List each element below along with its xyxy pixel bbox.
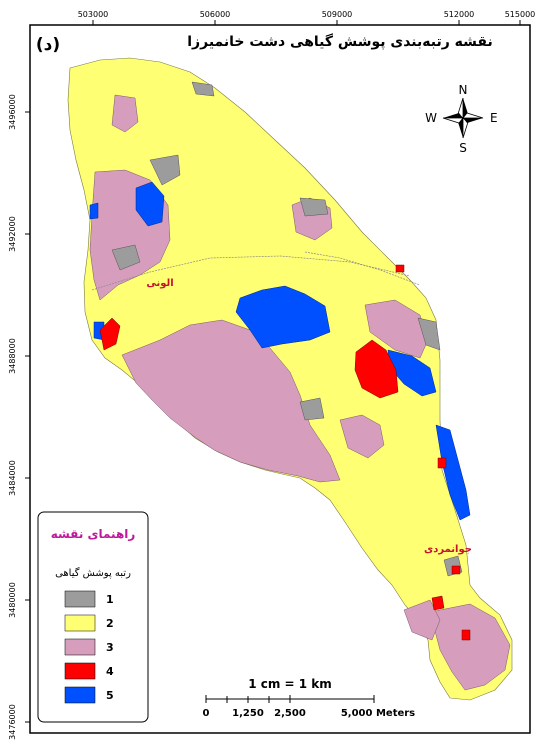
compass-east: E bbox=[490, 111, 498, 125]
legend-swatch-1 bbox=[64, 590, 96, 608]
region-rank4 bbox=[451, 565, 461, 575]
legend-label-1: 1 bbox=[106, 593, 114, 606]
legend: راهنمای نقشه رتبه پوشش گیاهی 1 2 3 4 5 bbox=[37, 511, 149, 723]
scale-ratio: 1 cm = 1 km bbox=[248, 677, 332, 691]
panel-letter: (د) bbox=[36, 35, 60, 55]
region-rank4 bbox=[461, 629, 471, 641]
region-rank5 bbox=[235, 285, 331, 349]
top-tick-label: 509000 bbox=[322, 10, 353, 19]
left-tick-label: 3480000 bbox=[8, 582, 17, 618]
region-rank3 bbox=[429, 603, 511, 691]
region-rank3 bbox=[339, 414, 385, 459]
region-rank1 bbox=[149, 154, 181, 186]
legend-label-2: 2 bbox=[106, 617, 114, 630]
legend-subtitle: رتبه پوشش گیاهی bbox=[55, 567, 131, 579]
left-tick-label: 3488000 bbox=[8, 338, 17, 374]
compass-west: W bbox=[425, 111, 437, 125]
region-rank5 bbox=[435, 424, 471, 521]
region-rank5 bbox=[135, 181, 165, 227]
left-tick-label: 3484000 bbox=[8, 460, 17, 496]
top-axis: 503000 506000 509000 512000 515000 bbox=[78, 10, 536, 25]
top-tick-label: 512000 bbox=[444, 10, 475, 19]
legend-label-4: 4 bbox=[106, 665, 114, 678]
scale-bar: 1 cm = 1 km 0 1,250 2,500 5,000 Meters bbox=[203, 677, 416, 719]
region-rank1 bbox=[299, 197, 329, 217]
left-tick-label: 3496000 bbox=[8, 94, 17, 130]
region-rank1 bbox=[417, 317, 441, 351]
compass-north: N bbox=[459, 83, 468, 97]
region-rank1 bbox=[111, 244, 141, 271]
compass-south: S bbox=[459, 141, 467, 155]
region-rank1 bbox=[299, 397, 325, 421]
top-tick-label: 506000 bbox=[200, 10, 231, 19]
road-line bbox=[91, 255, 411, 291]
scale-label: 0 bbox=[203, 708, 210, 719]
region-rank3 bbox=[121, 319, 341, 483]
map-title: نقشه رتبه‌بندی پوشش گیاهی دشت خانمیرزا bbox=[187, 33, 492, 50]
scale-label: 5,000 Meters bbox=[341, 708, 415, 719]
legend-swatch-3 bbox=[64, 638, 96, 656]
legend-swatch-2 bbox=[64, 614, 96, 632]
region-rank1 bbox=[191, 81, 215, 97]
region-rank3 bbox=[111, 94, 139, 133]
legend-swatch-4 bbox=[64, 662, 96, 680]
north-arrow-icon: N S E W bbox=[425, 83, 497, 155]
place-label-avarzi: الونی bbox=[146, 278, 173, 289]
legend-swatch-5 bbox=[64, 686, 96, 704]
region-rank3 bbox=[364, 299, 429, 359]
left-tick-label: 3476000 bbox=[8, 704, 17, 740]
scale-label: 2,500 bbox=[274, 708, 306, 719]
left-tick-label: 3492000 bbox=[8, 216, 17, 252]
place-label-javanmardi: جوانمردی bbox=[424, 544, 472, 555]
legend-label-5: 5 bbox=[106, 689, 114, 702]
top-tick-label: 515000 bbox=[505, 10, 536, 19]
region-rank4 bbox=[99, 317, 121, 351]
region-rank4 bbox=[431, 595, 445, 611]
region-rank4 bbox=[437, 457, 447, 469]
region-rank4 bbox=[395, 264, 405, 273]
region-rank4 bbox=[354, 339, 399, 399]
legend-title: راهنمای نقشه bbox=[51, 527, 136, 541]
top-tick-label: 503000 bbox=[78, 10, 109, 19]
legend-label-3: 3 bbox=[106, 641, 114, 654]
region-rank5 bbox=[89, 202, 99, 220]
scale-label: 1,250 bbox=[232, 708, 264, 719]
region-rank3 bbox=[403, 599, 441, 641]
left-axis: 3496000 3492000 3488000 3484000 3480000 … bbox=[8, 94, 30, 740]
